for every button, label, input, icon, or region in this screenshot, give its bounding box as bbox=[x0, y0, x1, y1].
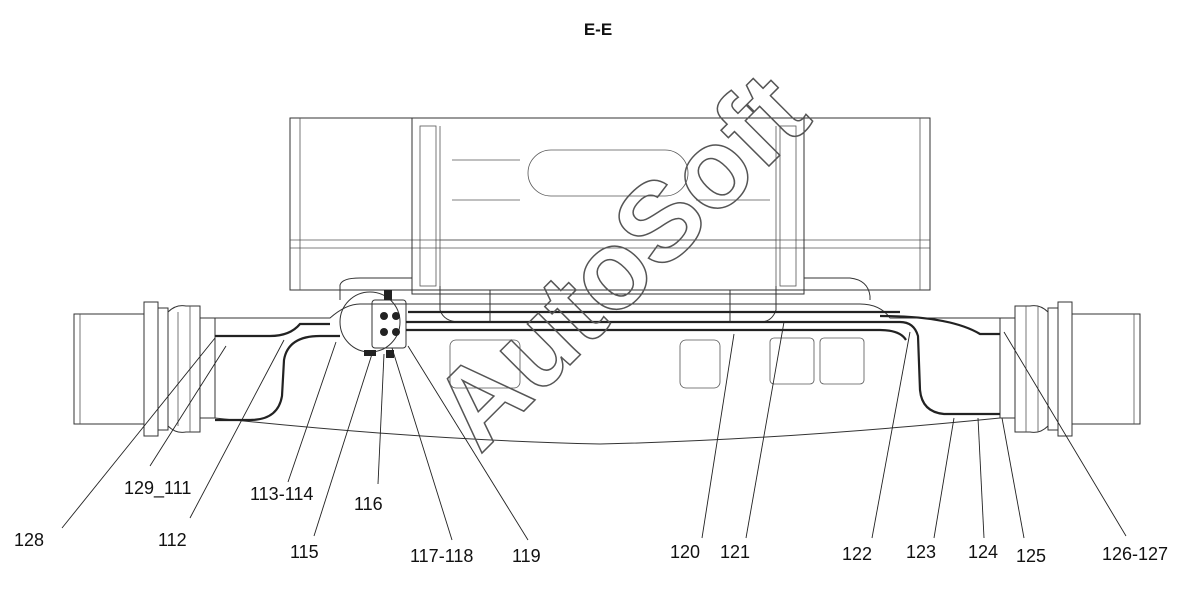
callout-116: 116 bbox=[354, 494, 383, 514]
callout-119: 119 bbox=[512, 546, 541, 566]
right-wheel-hub bbox=[999, 301, 1141, 437]
callout-129-111: 129_111 bbox=[124, 478, 191, 499]
callout-121: 121 bbox=[720, 542, 750, 562]
callout-123: 123 bbox=[906, 542, 936, 562]
callout-labels: 128 129_111 112 113-114 115 116 117-118 … bbox=[14, 478, 1168, 566]
callout-115: 115 bbox=[290, 542, 319, 562]
callout-125: 125 bbox=[1016, 546, 1046, 566]
callout-117-118: 117-118 bbox=[410, 546, 473, 566]
distributor-valve bbox=[339, 290, 407, 358]
callout-113-114: 113-114 bbox=[250, 484, 313, 504]
callout-122: 122 bbox=[842, 544, 872, 564]
center-slot bbox=[527, 149, 689, 197]
section-title: E-E bbox=[583, 20, 613, 39]
callout-120: 120 bbox=[670, 542, 700, 562]
hose-lines bbox=[215, 310, 1000, 422]
callout-126-127: 126-127 bbox=[1102, 544, 1168, 564]
chassis-frame bbox=[289, 117, 931, 389]
watermark-text: AutoSoft bbox=[409, 49, 832, 472]
callout-112: 112 bbox=[158, 530, 187, 550]
left-wheel-hub bbox=[73, 301, 216, 437]
callout-128: 128 bbox=[14, 530, 44, 550]
callout-124: 124 bbox=[968, 542, 998, 562]
leader-lines bbox=[61, 321, 1127, 541]
